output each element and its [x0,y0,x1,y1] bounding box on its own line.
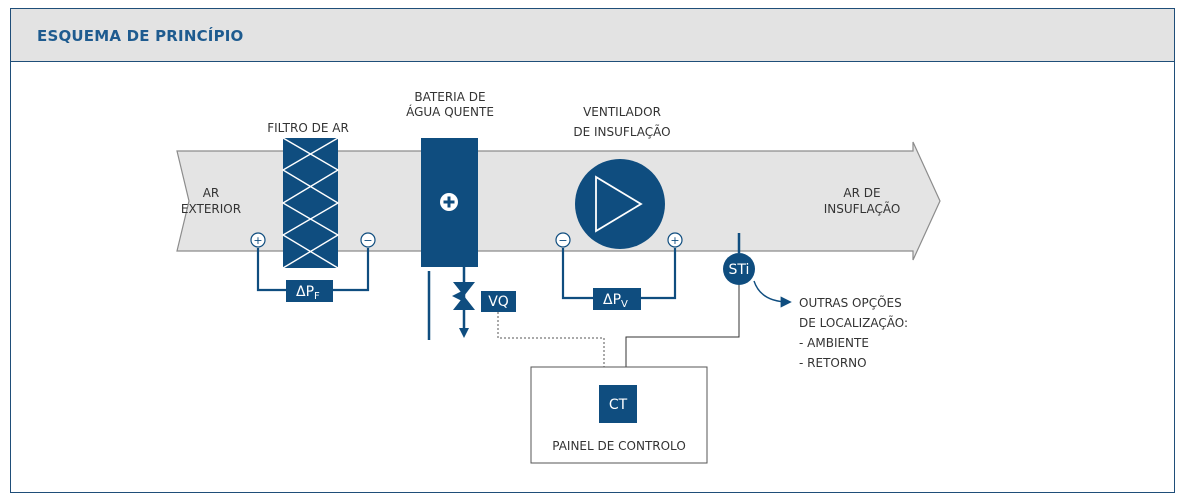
sensor-options-arrow-icon [753,280,792,308]
diagram-frame: ESQUEMA DE PRINCÍPIO AR EXTERIOR AR DE I… [10,8,1175,493]
fan-label-line1: VENTILADOR [583,105,661,119]
dpf-label: ΔPF [296,284,320,302]
valve-label: VQ [488,294,509,310]
valve-actuator: VQ [481,291,516,312]
sensor-signal-wire [625,285,740,385]
page-title: ESQUEMA DE PRINCÍPIO [37,27,244,45]
fan-label-line2: DE INSUFLAÇÃO [573,124,670,139]
inlet-label-line2: EXTERIOR [181,202,241,216]
fan-pressure-loop [561,248,677,300]
filter-minus-port: − [360,232,376,248]
controller-box: CT [599,385,637,423]
dpf-box: ΔPF [286,280,333,302]
controller-label: CT [609,397,628,413]
principle-diagram: AR EXTERIOR AR DE INSUFLAÇÃO FILTRO DE A… [176,90,941,464]
fan-plus-port: + [667,232,683,248]
fan-minus-port: − [555,232,571,248]
plus-sign: + [670,234,679,247]
options-line4: - RETORNO [799,356,867,370]
options-line2: DE LOCALIZAÇÃO: [799,315,908,330]
dpv-label: ΔPV [603,292,628,310]
sensor-label: STi [729,262,750,278]
air-duct [176,141,941,261]
filter-plus-port: + [250,232,266,248]
dpv-box: ΔPV [593,288,641,310]
temperature-sensor: STi [723,253,755,285]
air-filter [281,137,340,269]
options-line3: - AMBIENTE [799,336,869,350]
header-bar: ESQUEMA DE PRINCÍPIO [11,9,1174,62]
inlet-label-line1: AR [203,186,220,200]
minus-sign: − [558,234,567,247]
filter-label: FILTRO DE AR [267,121,349,135]
outlet-label-line1: AR DE [843,186,880,200]
plus-circle-icon [440,193,458,211]
valve-icon [452,282,475,310]
outlet-label-line2: INSUFLAÇÃO [824,201,901,216]
valve-control-signal [497,312,605,385]
coil-label-line1: BATERIA DE [414,90,485,104]
filter-pressure-loop [256,248,370,292]
coil-label-line2: ÁGUA QUENTE [406,104,494,119]
minus-sign: − [363,234,372,247]
supply-fan-icon [575,159,665,249]
pipe-arrow-icon [459,328,469,338]
panel-label: PAINEL DE CONTROLO [552,439,686,453]
options-line1: OUTRAS OPÇÕES [799,295,902,310]
plus-sign: + [253,234,262,247]
